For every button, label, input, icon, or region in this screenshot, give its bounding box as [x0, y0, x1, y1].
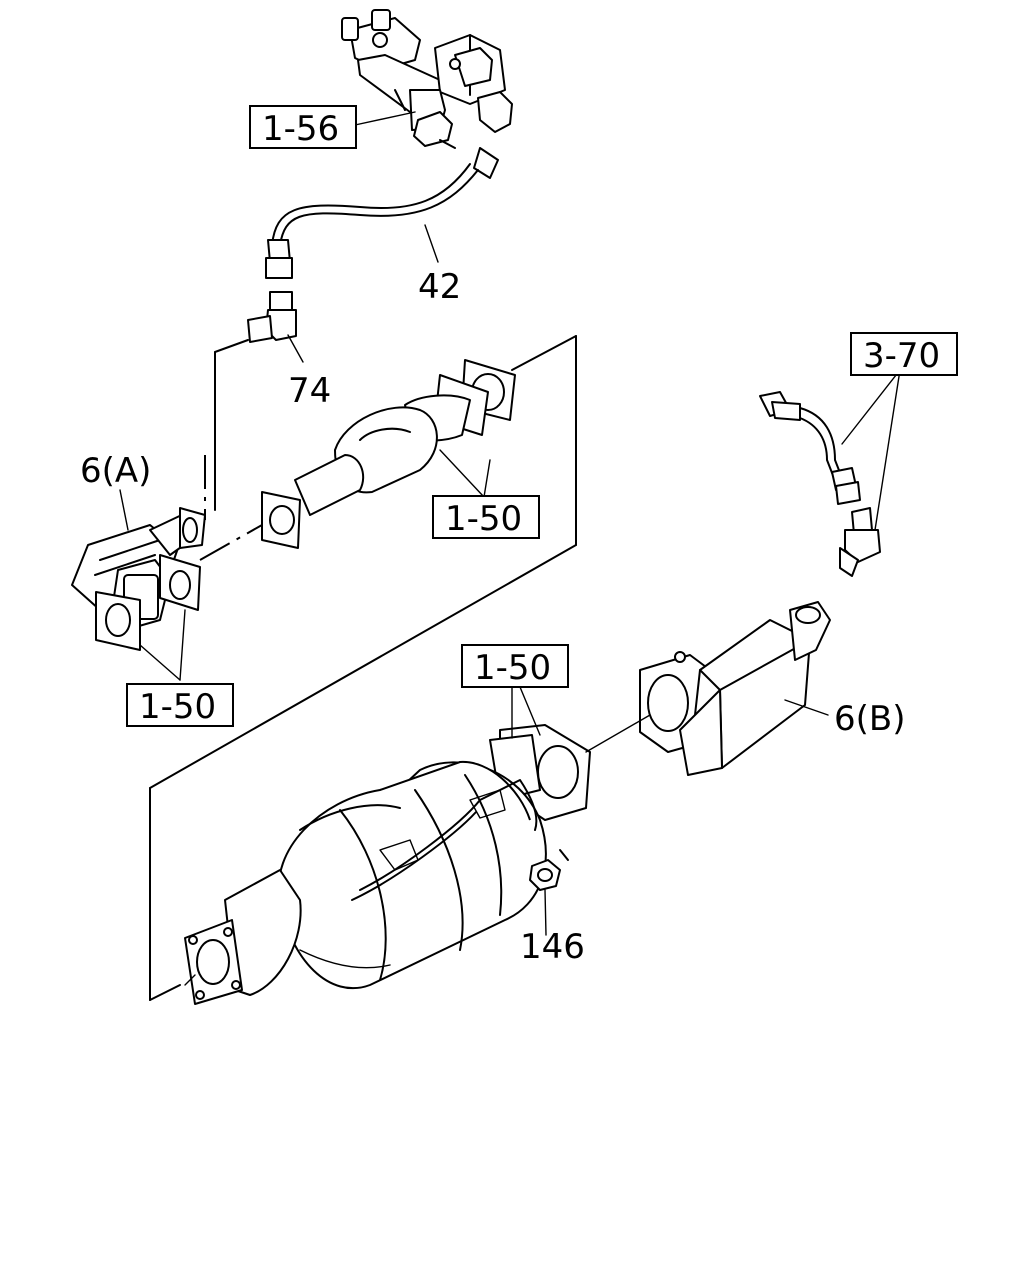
exhaust-part-6b [639, 601, 831, 776]
callout-3-70-label: 3-70 [863, 336, 940, 376]
callout-1-50-upper: 1-50 [432, 495, 540, 539]
exhaust-part-6a [71, 507, 206, 651]
callout-1-50-mid-label: 1-50 [474, 648, 551, 688]
callout-1-50-left: 1-50 [126, 683, 234, 727]
leader-lines [119, 111, 901, 986]
centerlines [199, 455, 263, 561]
elbow-fitting-74 [247, 291, 297, 343]
sensor-pipe-3-70 [759, 391, 881, 577]
pipe-42 [265, 147, 499, 279]
callout-1-50-mid: 1-50 [461, 644, 569, 688]
group-bracket-upper [149, 335, 577, 1001]
label-6b: 6(B) [834, 699, 906, 739]
callout-1-50-upper-label: 1-50 [445, 499, 522, 539]
callout-1-56: 1-56 [249, 105, 357, 149]
nut-146 [529, 859, 561, 891]
callout-1-56-label: 1-56 [262, 109, 339, 149]
sensor-bracket-assembly [341, 9, 513, 149]
particulate-filter-body [184, 724, 591, 1005]
callout-3-70: 3-70 [850, 332, 958, 376]
label-74: 74 [288, 371, 331, 411]
front-exhaust-pipe [261, 359, 516, 549]
callout-1-50-left-label: 1-50 [139, 687, 216, 727]
label-146: 146 [520, 927, 585, 967]
label-6a: 6(A) [80, 451, 151, 491]
label-42: 42 [418, 267, 461, 307]
